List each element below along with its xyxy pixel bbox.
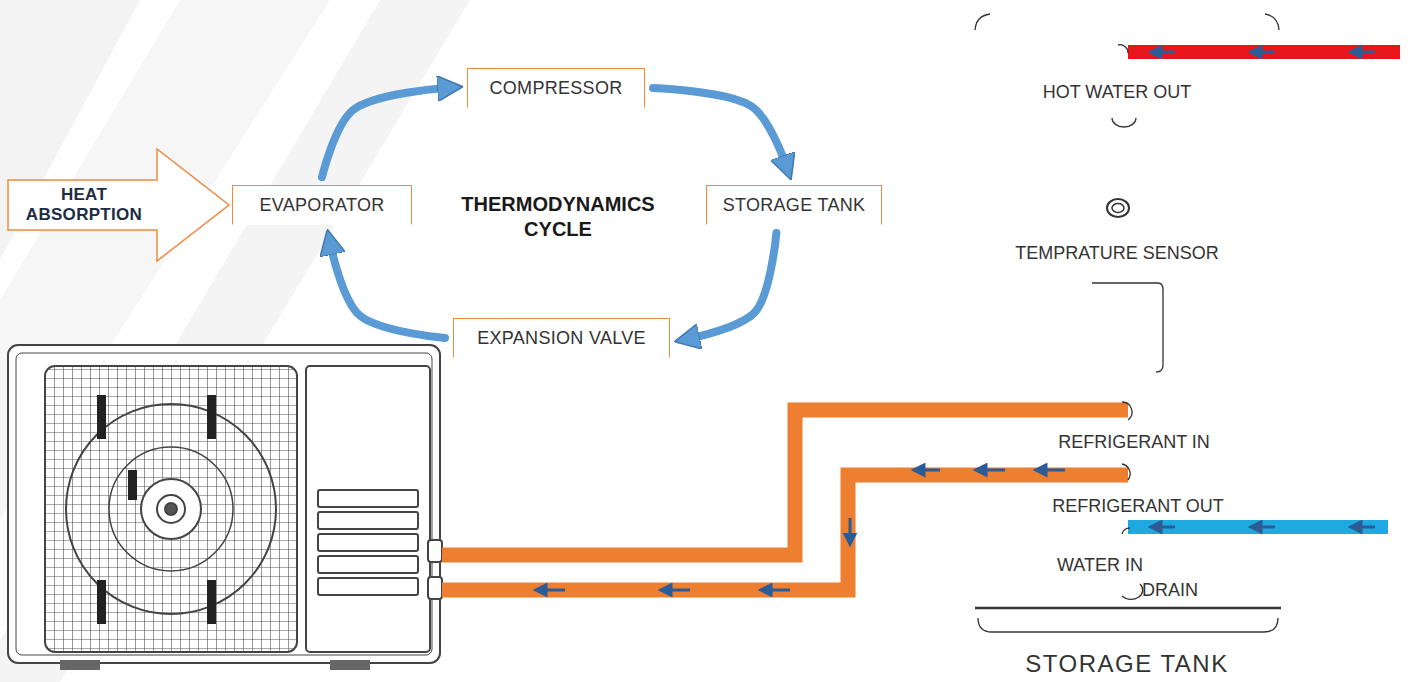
node-text: EVAPORATOR	[259, 195, 384, 216]
arrow-shape	[8, 149, 229, 261]
cycle-arrow	[322, 88, 445, 177]
storage-tank-outline	[975, 14, 1281, 632]
outdoor-unit	[8, 345, 442, 670]
cycle-arrow	[653, 88, 785, 163]
water-pipes	[1128, 45, 1400, 534]
water-flow-arrows	[1155, 52, 1375, 527]
port-label: DRAIN	[1142, 580, 1198, 601]
tank-label: STORAGE TANK	[1025, 650, 1228, 678]
process-box: EVAPORATOR	[232, 185, 412, 225]
background-stripes	[0, 0, 470, 682]
heat-input-arrow: HEAT ABSORPTION	[7, 148, 231, 262]
process-box: EXPANSION VALVE	[453, 318, 670, 358]
port-label: HOT WATER OUT	[1043, 82, 1192, 103]
cycle-arrow	[692, 233, 776, 338]
cycle-title: THERMODYNAMICS CYCLE	[428, 192, 688, 242]
cycle-arrow	[331, 247, 445, 338]
node-text: EXPANSION VALVE	[477, 328, 646, 349]
port-label: REFRIGERANT IN	[1058, 432, 1210, 453]
refrigerant-pipes	[442, 410, 1128, 590]
port-label: WATER IN	[1057, 555, 1143, 576]
node-text: COMPRESSOR	[489, 78, 622, 99]
process-box: STORAGE TANK	[706, 185, 882, 225]
port-label: REFRIGERANT OUT	[1052, 496, 1224, 517]
sensor-label: TEMPRATURE SENSOR	[1015, 243, 1219, 264]
node-text: HEAT ABSORPTION	[14, 185, 154, 226]
process-box: COMPRESSOR	[467, 68, 645, 108]
node-text: STORAGE TANK	[723, 195, 866, 216]
flow-arrows	[540, 470, 1065, 590]
